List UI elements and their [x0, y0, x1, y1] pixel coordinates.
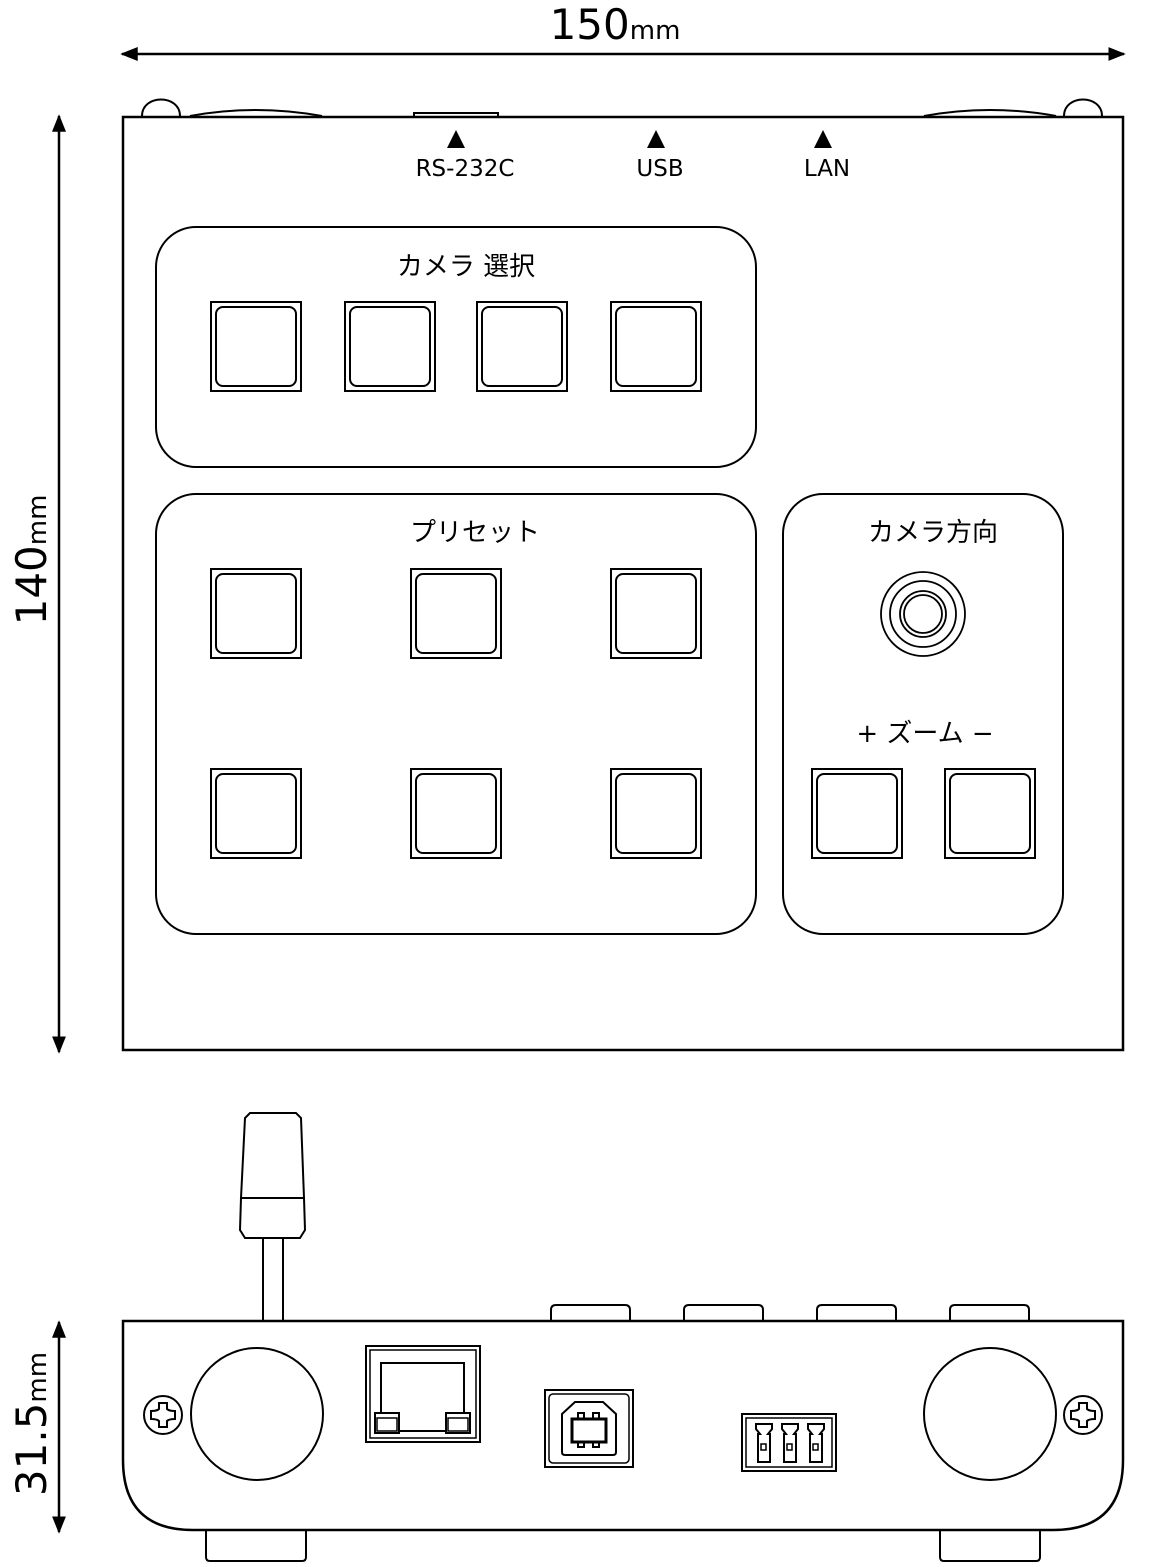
- camera-direction-title: カメラ方向: [868, 518, 998, 548]
- zoom-out-button[interactable]: [944, 768, 1036, 859]
- camera-direction-panel: [782, 493, 1064, 935]
- camera-select-button-1[interactable]: [210, 301, 302, 392]
- rs232c-terminal-icon: [741, 1413, 837, 1472]
- port-marker-lan: LAN: [804, 130, 850, 182]
- side-button-4: [949, 1304, 1030, 1321]
- side-button-3: [816, 1304, 897, 1321]
- preset-button-5[interactable]: [410, 768, 502, 859]
- top-view: RS-232C USB LAN カメラ 選択 プリセット: [121, 98, 1125, 1052]
- side-button-1: [550, 1304, 631, 1321]
- joystick-side-icon: [238, 1112, 307, 1321]
- height-dimension: 31.5mm: [7, 1320, 66, 1534]
- screw-icon: [143, 1395, 183, 1435]
- preset-button-1[interactable]: [210, 568, 302, 659]
- preset-title: プリセット: [410, 518, 540, 548]
- up-triangle-icon: [814, 130, 832, 148]
- joystick-icon[interactable]: [880, 571, 966, 657]
- rear-view: [121, 1112, 1125, 1562]
- right-rubber-cap: [923, 1347, 1057, 1481]
- rs232c-slot: [413, 112, 499, 116]
- camera-select-button-4[interactable]: [610, 301, 702, 392]
- left-rubber-cap: [190, 1347, 324, 1481]
- depth-dimension: 140mm: [7, 114, 66, 1054]
- up-triangle-icon: [447, 130, 465, 148]
- preset-panel: [155, 493, 757, 935]
- side-button-2: [683, 1304, 764, 1321]
- usb-b-port-icon: [544, 1389, 634, 1468]
- left-foot-bump: [141, 98, 181, 117]
- lan-port-icon: [365, 1345, 481, 1443]
- camera-select-title: カメラ 選択: [397, 252, 535, 282]
- screw-icon: [1063, 1395, 1103, 1435]
- preset-button-6[interactable]: [610, 768, 702, 859]
- height-dimension-label: 31.5mm: [7, 1352, 56, 1496]
- width-dimension-label: 150mm: [550, 0, 681, 49]
- preset-button-2[interactable]: [410, 568, 502, 659]
- left-foot: [205, 1530, 307, 1562]
- port-label-lan: LAN: [804, 156, 850, 182]
- preset-group: プリセット: [155, 493, 757, 935]
- camera-select-panel: [155, 226, 757, 468]
- depth-dimension-label: 140mm: [7, 495, 56, 626]
- device-rear-outline: [121, 1319, 1125, 1532]
- preset-button-3[interactable]: [610, 568, 702, 659]
- camera-select-button-3[interactable]: [476, 301, 568, 392]
- preset-button-4[interactable]: [210, 768, 302, 859]
- port-label-usb: USB: [636, 156, 683, 182]
- port-marker-rs232c: RS-232C: [416, 130, 515, 182]
- camera-select-group: カメラ 選択: [155, 226, 757, 468]
- device-top-outline: [121, 115, 1125, 1052]
- camera-select-button-2[interactable]: [344, 301, 436, 392]
- right-foot-bump: [1063, 98, 1103, 117]
- zoom-in-button[interactable]: [811, 768, 903, 859]
- right-rubber-foot: [923, 109, 1057, 117]
- camera-direction-group: カメラ方向 + ズーム −: [782, 493, 1064, 935]
- port-marker-usb: USB: [636, 130, 684, 182]
- zoom-label: + ズーム −: [856, 719, 993, 749]
- right-foot: [939, 1530, 1041, 1562]
- left-rubber-foot: [189, 109, 323, 117]
- width-dimension: 150mm: [120, 0, 1126, 61]
- up-triangle-icon: [647, 130, 665, 148]
- port-label-rs232c: RS-232C: [416, 156, 515, 182]
